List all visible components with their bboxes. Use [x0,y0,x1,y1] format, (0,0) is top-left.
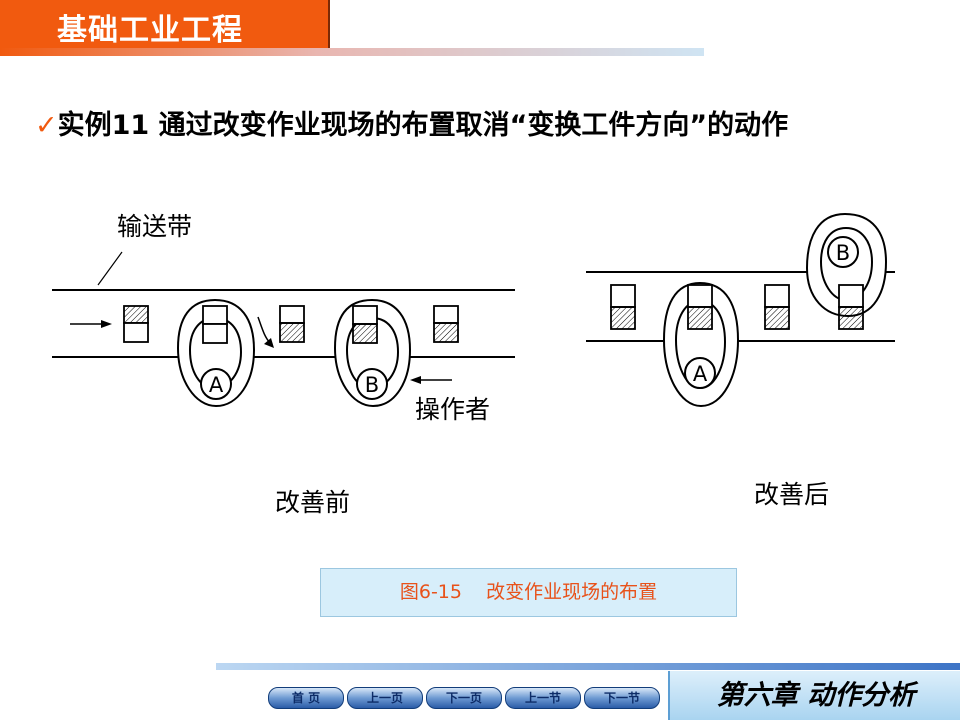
figure-caption-box: 图6-15 改变作业现场的布置 [320,568,737,617]
prev-page-label: 上一页 [366,691,403,705]
worker-b-label: B [836,241,850,265]
chapter-title: 第六章 动作分析 [716,680,916,711]
worker-b-label: B [365,373,379,397]
figure-caption: 图6-15 改变作业现场的布置 [399,581,658,603]
chapter-banner: 第六章 动作分析 [668,671,960,720]
workpiece [123,305,149,343]
prev-section-label: 上一节 [524,691,561,705]
prev-section-button[interactable]: 上一节 [505,687,581,709]
operator-label: 操作者 [415,395,490,424]
after-layout [586,212,895,408]
course-title: 基础工业工程 [57,13,243,48]
operator-b-before [333,298,412,408]
slide-heading: ✓实例11 通过改变作业现场的布置取消“变换工件方向”的动作 [35,108,925,144]
slide-heading-text: 实例11 通过改变作业现场的布置取消“变换工件方向”的动作 [57,110,789,141]
header-divider [0,48,704,56]
workpiece-turned [279,305,305,343]
next-section-label: 下一节 [603,691,640,705]
home-button[interactable]: 首 页 [268,687,344,709]
operator-a-after [662,281,740,408]
workpiece [433,305,459,343]
footer-divider [216,663,960,670]
workpiece [610,284,636,330]
next-section-button[interactable]: 下一节 [584,687,660,709]
conveyor-label: 输送带 [117,212,192,241]
operator-a-before [176,298,256,408]
before-layout [52,251,515,408]
checkmark-icon: ✓ [35,110,58,141]
flow-arrow-icon [70,320,112,328]
next-page-button[interactable]: 下一页 [426,687,502,709]
next-page-label: 下一页 [445,691,482,705]
prev-page-button[interactable]: 上一页 [347,687,423,709]
before-label: 改善前 [275,488,350,517]
after-label: 改善后 [754,480,829,509]
turn-arrow-icon [257,316,274,348]
operator-pointer-arrow [410,376,452,384]
header-bar: 基础工业工程 [0,0,330,48]
workpiece [764,284,790,330]
worker-a-label: A [693,362,708,386]
home-button-label: 首 页 [291,691,321,705]
worker-a-label: A [209,373,224,397]
conveyor-leader-line [97,251,123,286]
operator-b-after [805,212,888,330]
